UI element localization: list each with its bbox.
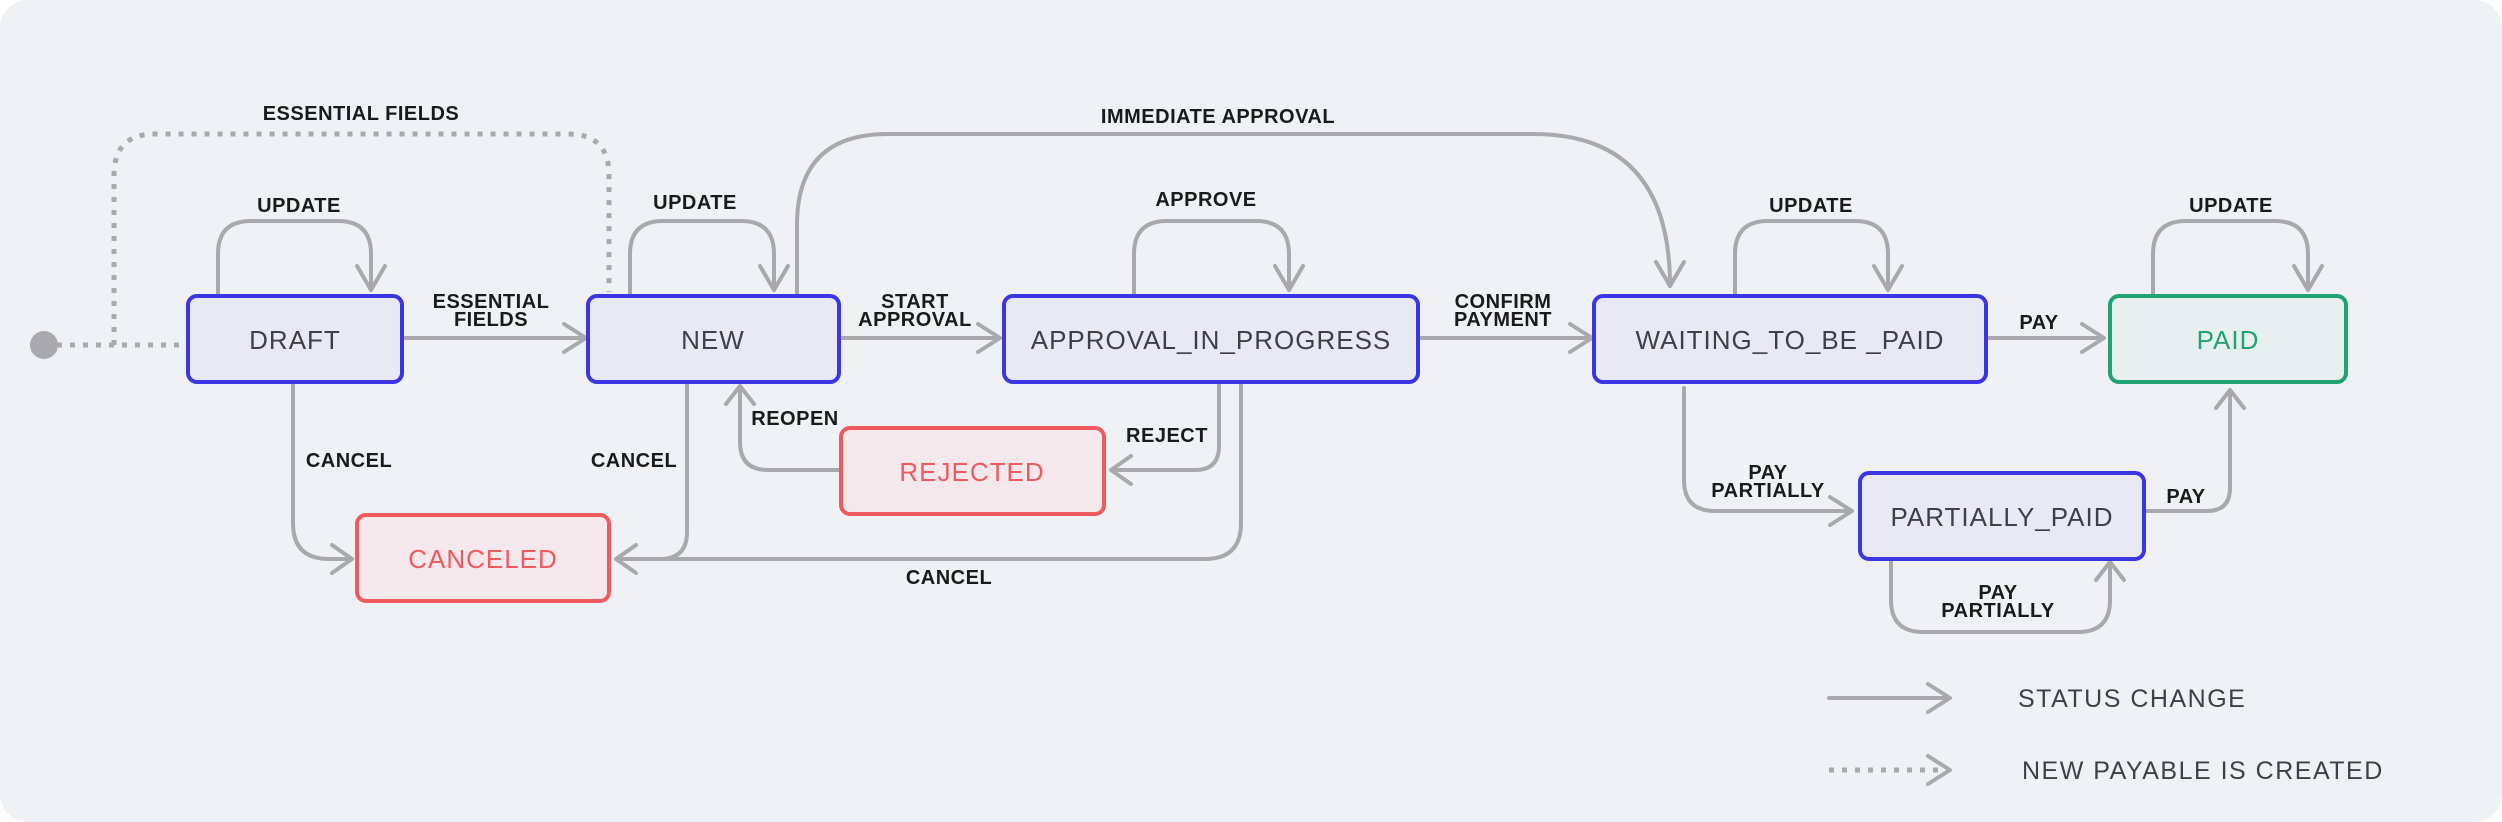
update-loop-paid [2151,219,2310,296]
state-partially-paid: PARTIALLY_PAID [1858,471,2146,561]
label-start-approval-2: APPROVAL [858,309,972,331]
label-update-new: UPDATE [653,192,737,214]
label-update-paid: UPDATE [2189,195,2273,217]
label-pay-partially-loop-1: PAY [1978,582,2017,604]
label-pay-from-partial: PAY [2166,486,2205,508]
state-paid: PAID [2108,294,2348,384]
pay-partially-edge [1682,386,1852,513]
legend: STATUS CHANGE NEW PAYABLE IS CREATED [1827,682,2384,786]
state-partially-paid-label: PARTIALLY_PAID [1890,502,2113,532]
update-loop-new [628,219,776,296]
label-confirm-payment-2: PAYMENT [1454,309,1552,331]
label-essential-fields-top: ESSENTIAL FIELDS [263,103,460,125]
legend-status-change: STATUS CHANGE [2018,685,2246,713]
legend-new-payable: NEW PAYABLE IS CREATED [2022,757,2384,785]
state-approval-in-progress-label: APPROVAL_IN_PROGRESS [1031,325,1392,355]
label-cancel-approval: CANCEL [906,567,992,589]
label-approve: APPROVE [1155,189,1256,211]
cancel-edge-approval [658,382,1243,561]
arrow-heads [330,260,2324,582]
label-reject: REJECT [1126,425,1208,447]
label-confirm-payment-1: CONFIRM [1455,291,1552,313]
update-loop-waiting [1733,219,1890,296]
label-pay-partially-1: PAY [1748,462,1787,484]
label-immediate-approval: IMMEDIATE APPROVAL [1101,106,1335,128]
label-pay: PAY [2019,312,2058,334]
label-pay-partially-2: PARTIALLY [1711,480,1825,502]
label-essential-fields-1: ESSENTIAL [433,291,550,313]
state-rejected: REJECTED [839,426,1106,516]
state-approval-in-progress: APPROVAL_IN_PROGRESS [1002,294,1420,384]
label-update-waiting: UPDATE [1769,195,1853,217]
state-new: NEW [586,294,841,384]
cancel-edge-draft [291,382,352,561]
immediate-approval-edge [795,132,1672,296]
reopen-edge [738,386,841,472]
pay-partially-loop [1889,557,2112,634]
label-cancel-draft: CANCEL [306,450,392,472]
state-waiting-to-be-paid-label: WAITING_TO_BE _PAID [1636,325,1945,355]
state-new-label: NEW [681,325,745,355]
approve-loop [1132,219,1291,296]
reject-edge [1111,382,1221,472]
pay-from-partial-edge [2144,390,2232,513]
label-cancel-new: CANCEL [591,450,677,472]
label-update-draft: UPDATE [257,195,341,217]
state-waiting-to-be-paid: WAITING_TO_BE _PAID [1592,294,1988,384]
start-dot [30,331,58,359]
state-paid-label: PAID [2197,325,2260,355]
label-essential-fields-2: FIELDS [454,309,528,331]
state-rejected-label: REJECTED [899,457,1044,487]
state-draft: DRAFT [186,294,404,384]
label-reopen: REOPEN [751,408,838,430]
state-draft-label: DRAFT [249,325,341,355]
essential-fields-dotted-edge [111,131,612,345]
label-start-approval-1: START [881,291,949,313]
state-canceled: CANCELED [355,513,611,603]
update-loop-draft [216,219,373,296]
label-pay-partially-loop-2: PARTIALLY [1941,600,2055,622]
state-canceled-label: CANCELED [408,544,558,574]
